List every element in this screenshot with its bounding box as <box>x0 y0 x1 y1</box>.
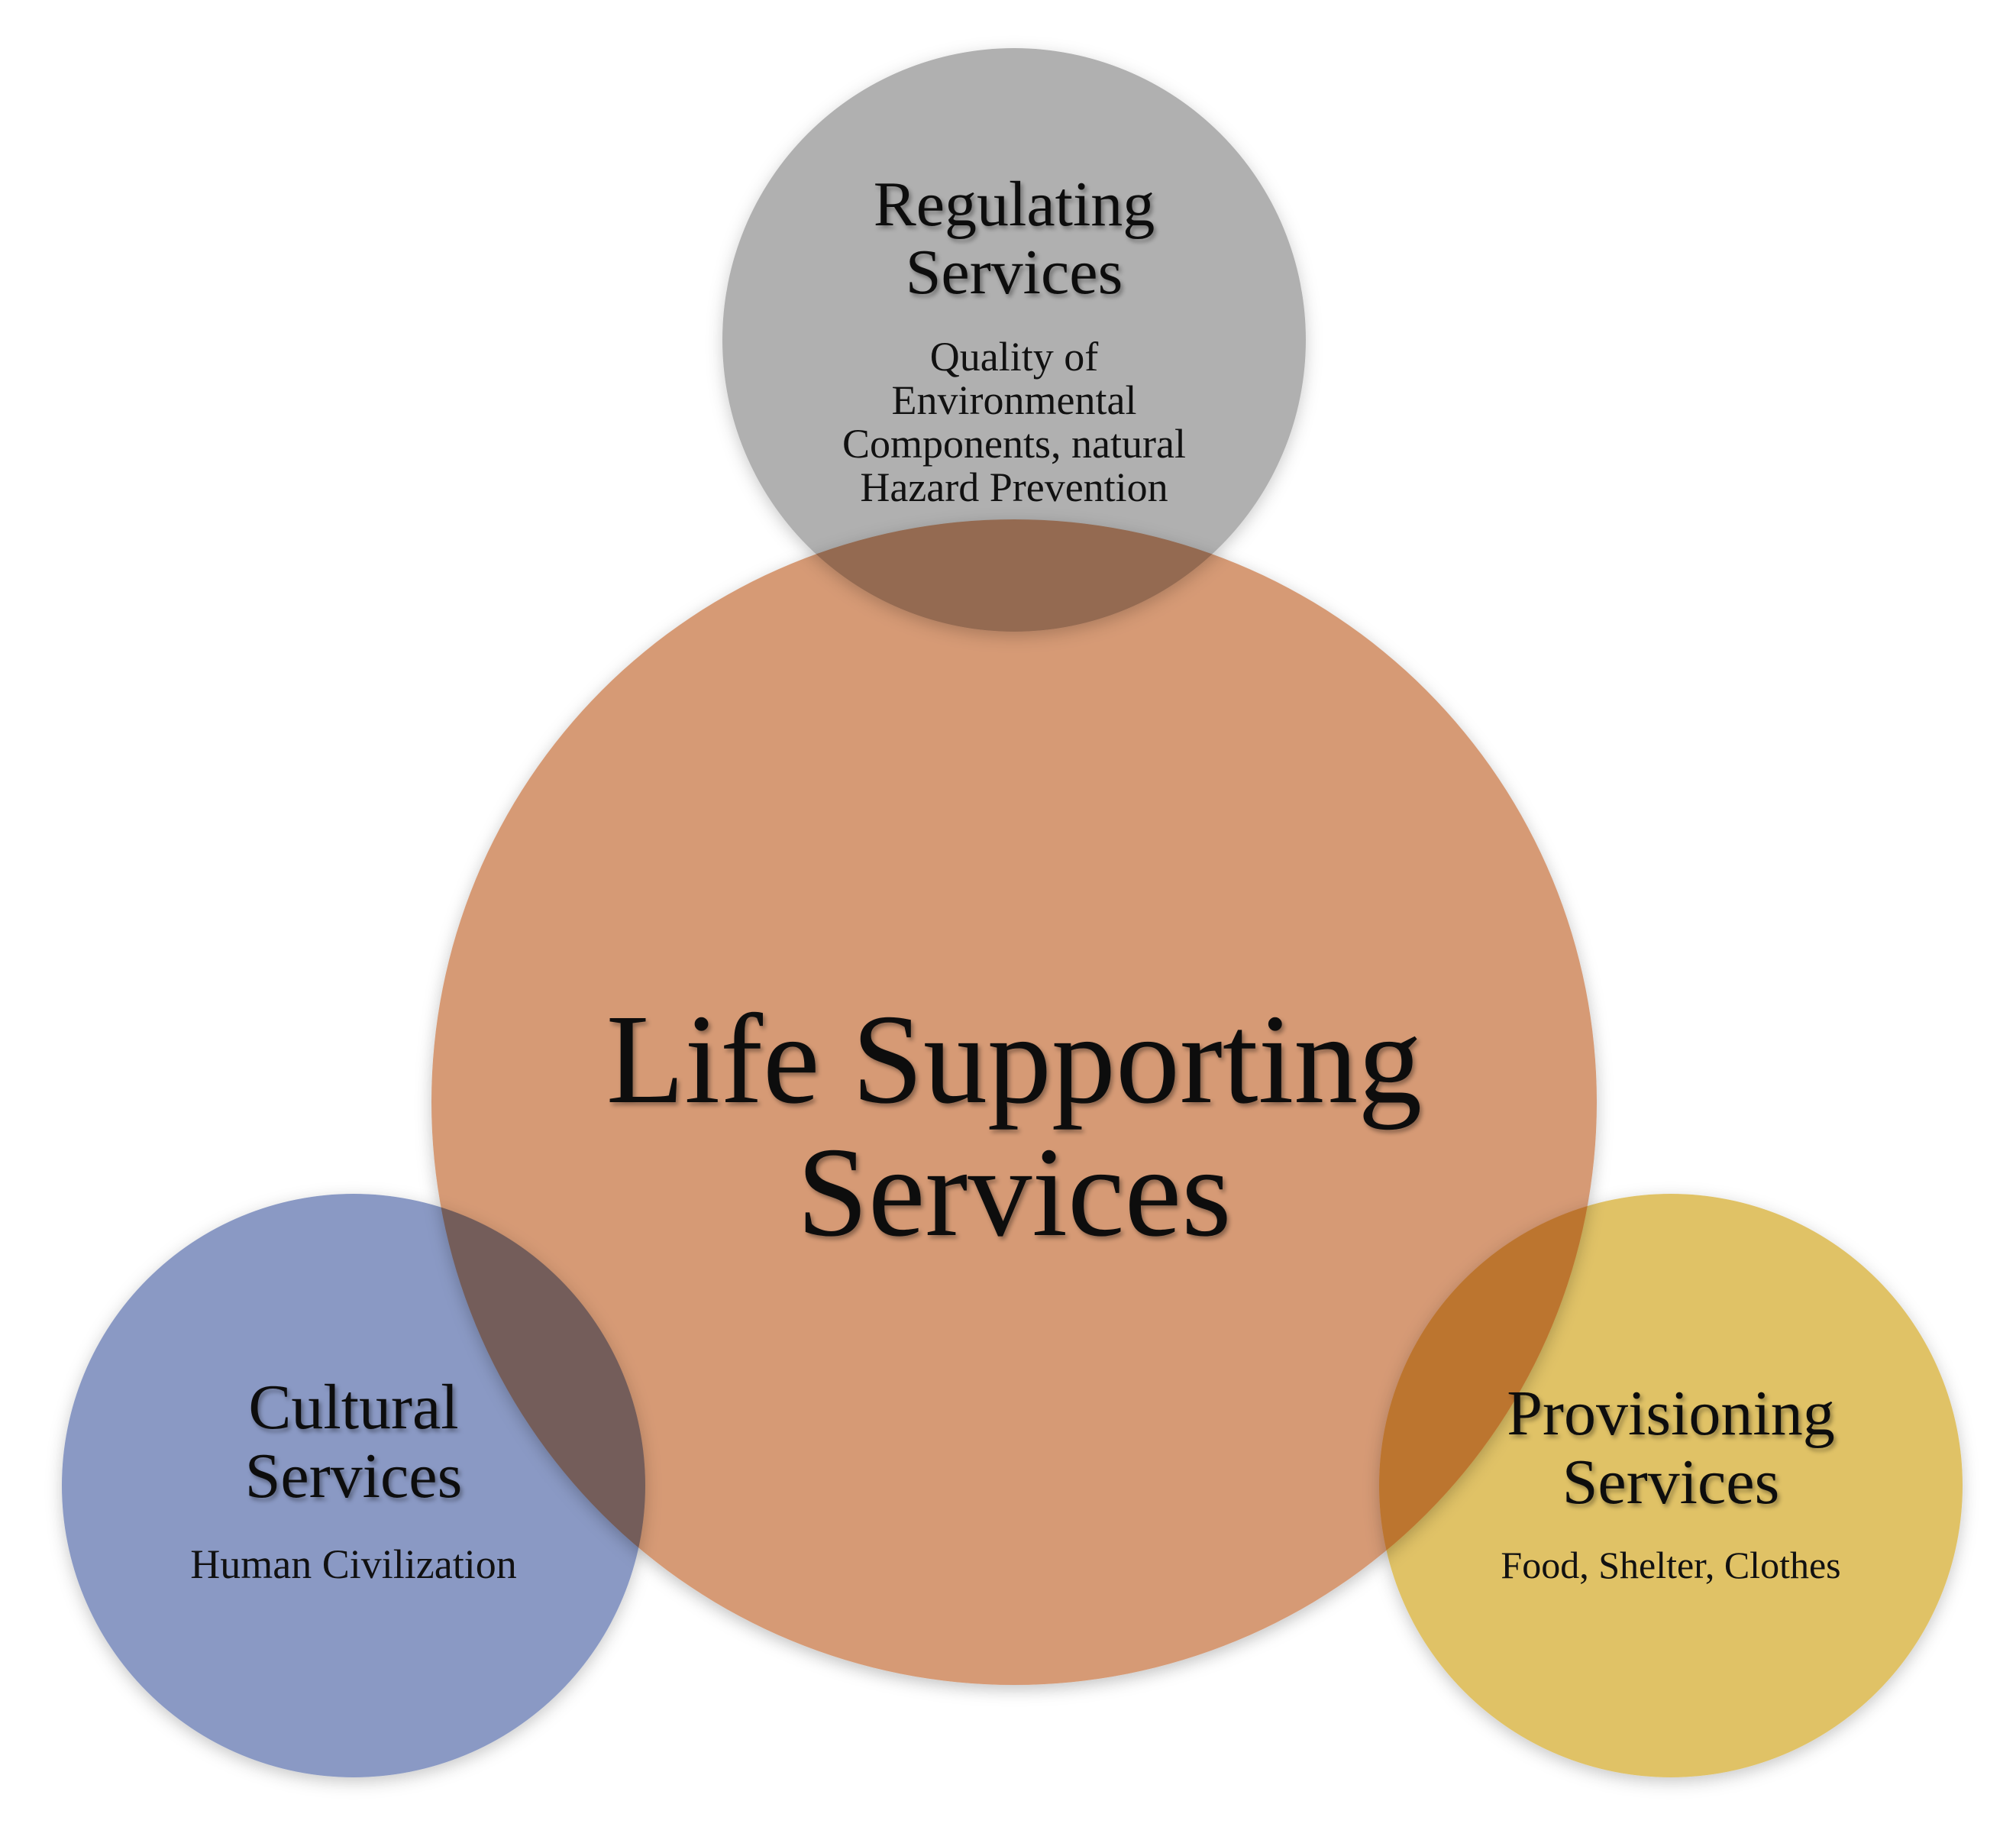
provisioning-title-line1: Provisioning <box>1507 1378 1834 1449</box>
regulating-label: Regulating Services Quality of Environme… <box>842 169 1186 510</box>
cultural-title-line2: Services <box>245 1441 463 1512</box>
center-title-line1: Life Supporting <box>606 988 1423 1130</box>
regulating-desc-line2: Environmental <box>892 377 1137 423</box>
regulating-desc-line4: Hazard Prevention <box>860 464 1168 510</box>
provisioning-title-line2: Services <box>1562 1447 1780 1518</box>
regulating-circle <box>722 48 1306 632</box>
center-label: Life Supporting Services <box>606 988 1423 1263</box>
center-circle <box>431 519 1597 1685</box>
cultural-circle <box>62 1194 645 1777</box>
center-title-line2: Services <box>796 1121 1231 1263</box>
regulating-desc-line3: Components, natural <box>842 421 1186 467</box>
regulating-title-line2: Services <box>906 237 1123 308</box>
cultural-desc-line1: Human Civilization <box>190 1541 516 1587</box>
regulating-title-line1: Regulating <box>874 169 1155 240</box>
regulating-desc-line1: Quality of <box>930 334 1098 380</box>
cultural-title-line1: Cultural <box>248 1372 458 1443</box>
provisioning-label: Provisioning Services Food, Shelter, Clo… <box>1501 1378 1840 1586</box>
provisioning-circle <box>1379 1194 1963 1777</box>
provisioning-desc-line1: Food, Shelter, Clothes <box>1501 1544 1840 1586</box>
cultural-label: Cultural Services Human Civilization <box>190 1372 516 1587</box>
